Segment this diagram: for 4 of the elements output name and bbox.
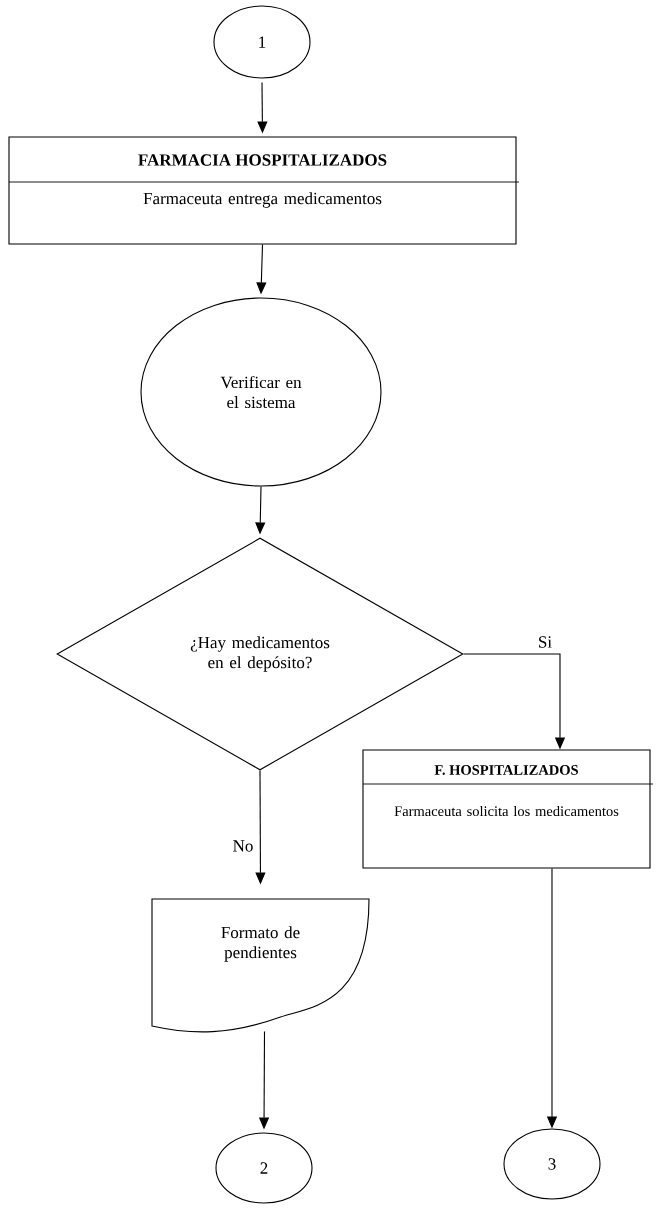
process-box: F. HOSPITALIZADOS Farmaceuta solicita los medicamentos <box>362 749 654 869</box>
process-box: FARMACIA HOSPITALIZADOS Farmaceuta entrega medicamentos <box>8 136 520 245</box>
edge-label: No <box>231 839 255 853</box>
edge-label: Si <box>536 635 554 649</box>
